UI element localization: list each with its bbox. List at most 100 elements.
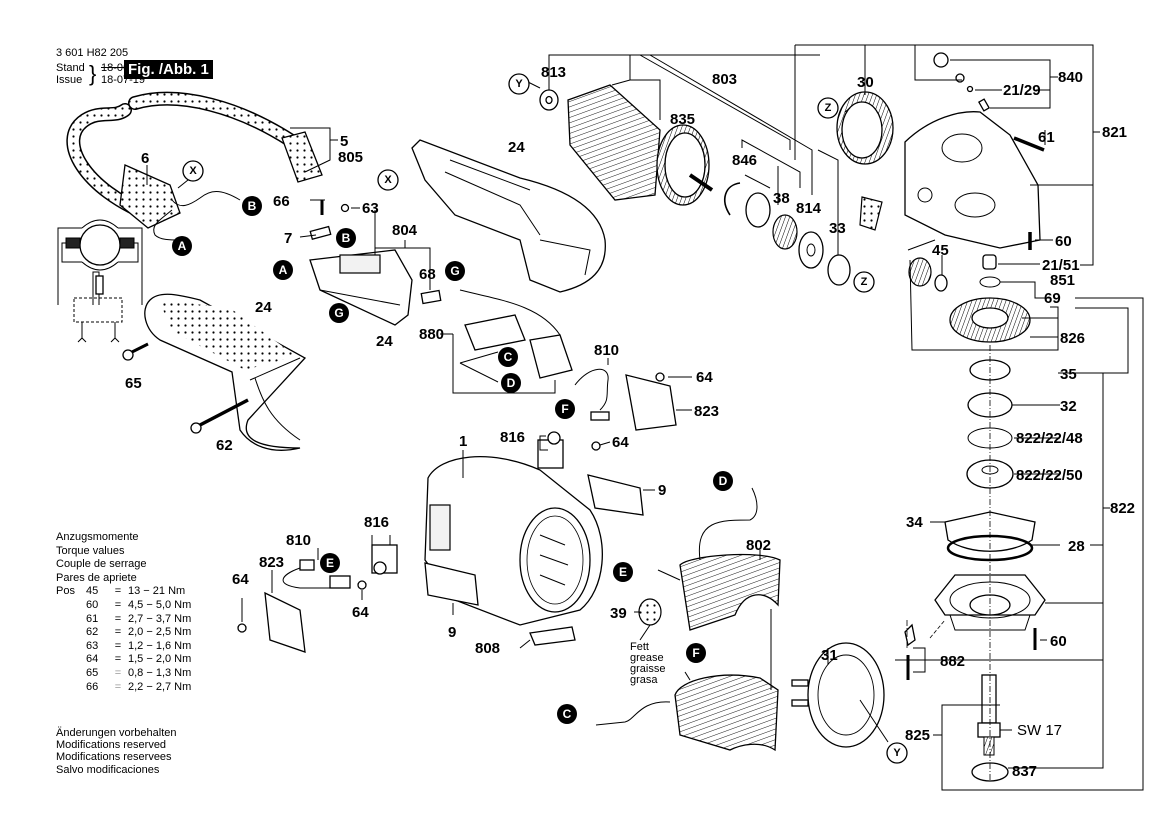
torque-pos: 64 [86, 653, 99, 666]
cord-strain-relief [119, 164, 181, 229]
label-840: 840 [1058, 69, 1083, 86]
marker-Z-top: Z [817, 97, 839, 119]
svg-text:E: E [619, 565, 627, 579]
label-826: 826 [1060, 330, 1085, 347]
bearing-813 [539, 89, 559, 111]
label-39: 39 [610, 605, 627, 622]
label-65: 65 [125, 375, 142, 392]
label-61: 61 [1038, 129, 1055, 146]
torque-pos: 61 [86, 612, 99, 625]
torque-pos: 62 [86, 626, 99, 639]
torque-value: 13 − 21 Nm [128, 585, 186, 598]
label-69: 69 [1044, 290, 1061, 307]
grease-fett: Fett [630, 641, 649, 653]
label-805: 805 [338, 149, 363, 166]
label-33: 33 [829, 220, 846, 237]
washer-846 [745, 192, 771, 228]
torque-eq: = [114, 653, 122, 666]
torque-value: 2,0 − 2,5 Nm [128, 626, 192, 639]
svg-text:A: A [279, 263, 288, 277]
grease-es: grasa [630, 674, 658, 686]
torque-eq: = [114, 639, 122, 652]
marker-Y-bottom: Y [886, 742, 908, 764]
marker-G-electronics: G [445, 261, 465, 281]
torque-value: 1,2 − 1,6 Nm [128, 639, 192, 652]
svg-text:Z: Z [861, 276, 868, 288]
label-814: 814 [796, 200, 822, 217]
torque-row: 60 = 4,5 − 5,0 Nm [56, 599, 191, 613]
svg-text:F: F [561, 402, 568, 416]
screw-64-left [237, 623, 247, 633]
torque-pos: 45 [86, 585, 99, 598]
label-9-left: 9 [448, 624, 456, 641]
torque-legend: Anzugsmomente Torque values Couple de se… [56, 531, 191, 694]
end-shield-31 [791, 642, 885, 748]
pos-label: Pos [56, 585, 75, 598]
svg-text:C: C [504, 350, 513, 364]
label-63: 63 [362, 200, 379, 217]
label-62: 62 [216, 437, 233, 454]
torque-pos: 60 [86, 598, 99, 611]
svg-text:E: E [326, 556, 334, 570]
screw-63 [340, 203, 350, 213]
torque-row: 63=1,2 − 1,6 Nm [56, 640, 191, 654]
label-24-switch: 24 [376, 333, 393, 350]
marker-A-switch: A [273, 260, 293, 280]
oring-21-29 [966, 85, 974, 93]
torque-eq: = [114, 598, 122, 611]
torque-pos: 65 [86, 666, 99, 679]
note-de: Änderungen vorbehalten [56, 727, 177, 739]
label-822-22-50: 822/22/50 [1016, 467, 1083, 484]
figure-label: Fig. /Abb. 1 [124, 60, 213, 79]
label-823-right: 823 [694, 403, 719, 420]
label-35: 35 [1060, 366, 1077, 383]
rear-handle-lower [144, 293, 307, 451]
armature [567, 84, 714, 206]
cover-823-left [264, 591, 306, 653]
screw-64-mid [591, 441, 601, 451]
screw-64-top [655, 372, 665, 382]
label-68: 68 [419, 266, 436, 283]
marker-B-cord: B [242, 196, 262, 216]
label-45: 45 [932, 242, 949, 259]
label-823-left: 823 [259, 554, 284, 571]
label-24-lower: 24 [255, 299, 272, 316]
grease-pad-39 [638, 598, 662, 626]
label-816-right: 816 [500, 429, 525, 446]
switch-assembly [309, 200, 442, 326]
label-34: 34 [906, 514, 923, 531]
svg-text:Y: Y [515, 78, 523, 90]
note-fr: Modifications reservees [56, 751, 172, 764]
brace-icon: } [89, 61, 97, 86]
label-825: 825 [905, 727, 930, 744]
part-7 [309, 225, 332, 240]
torque-value: 2,2 − 2,7 Nm [128, 680, 192, 693]
cover-823-right [625, 374, 677, 431]
gasket-9-right [587, 474, 644, 516]
screw-64-left-mid [357, 580, 367, 590]
rear-handle-upper [411, 139, 606, 293]
svg-text:Z: Z [825, 102, 832, 114]
marker-A-cord: A [172, 236, 192, 256]
label-66: 66 [273, 193, 290, 210]
part-68 [420, 289, 442, 305]
svg-text:D: D [507, 376, 516, 390]
label-804: 804 [392, 222, 418, 239]
label-821: 821 [1102, 124, 1127, 141]
label-64-top: 64 [696, 369, 713, 386]
torque-title-de: Anzugsmomente [56, 531, 139, 543]
label-802: 802 [746, 537, 771, 554]
spring-840 [955, 73, 965, 83]
bushing-21-51 [982, 254, 997, 270]
marker-G-switch: G [329, 303, 349, 323]
torque-eq: = [114, 666, 122, 679]
label-7: 7 [284, 230, 292, 247]
gear-30 [836, 91, 894, 165]
label-882: 882 [940, 653, 965, 670]
torque-row: 66=2,2 − 2,7 Nm [56, 681, 191, 695]
torque-value: 4,5 − 5,0 Nm [128, 598, 192, 611]
torque-row: 64=1,5 − 2,0 Nm [56, 653, 191, 667]
field-coil-upper [657, 487, 781, 631]
